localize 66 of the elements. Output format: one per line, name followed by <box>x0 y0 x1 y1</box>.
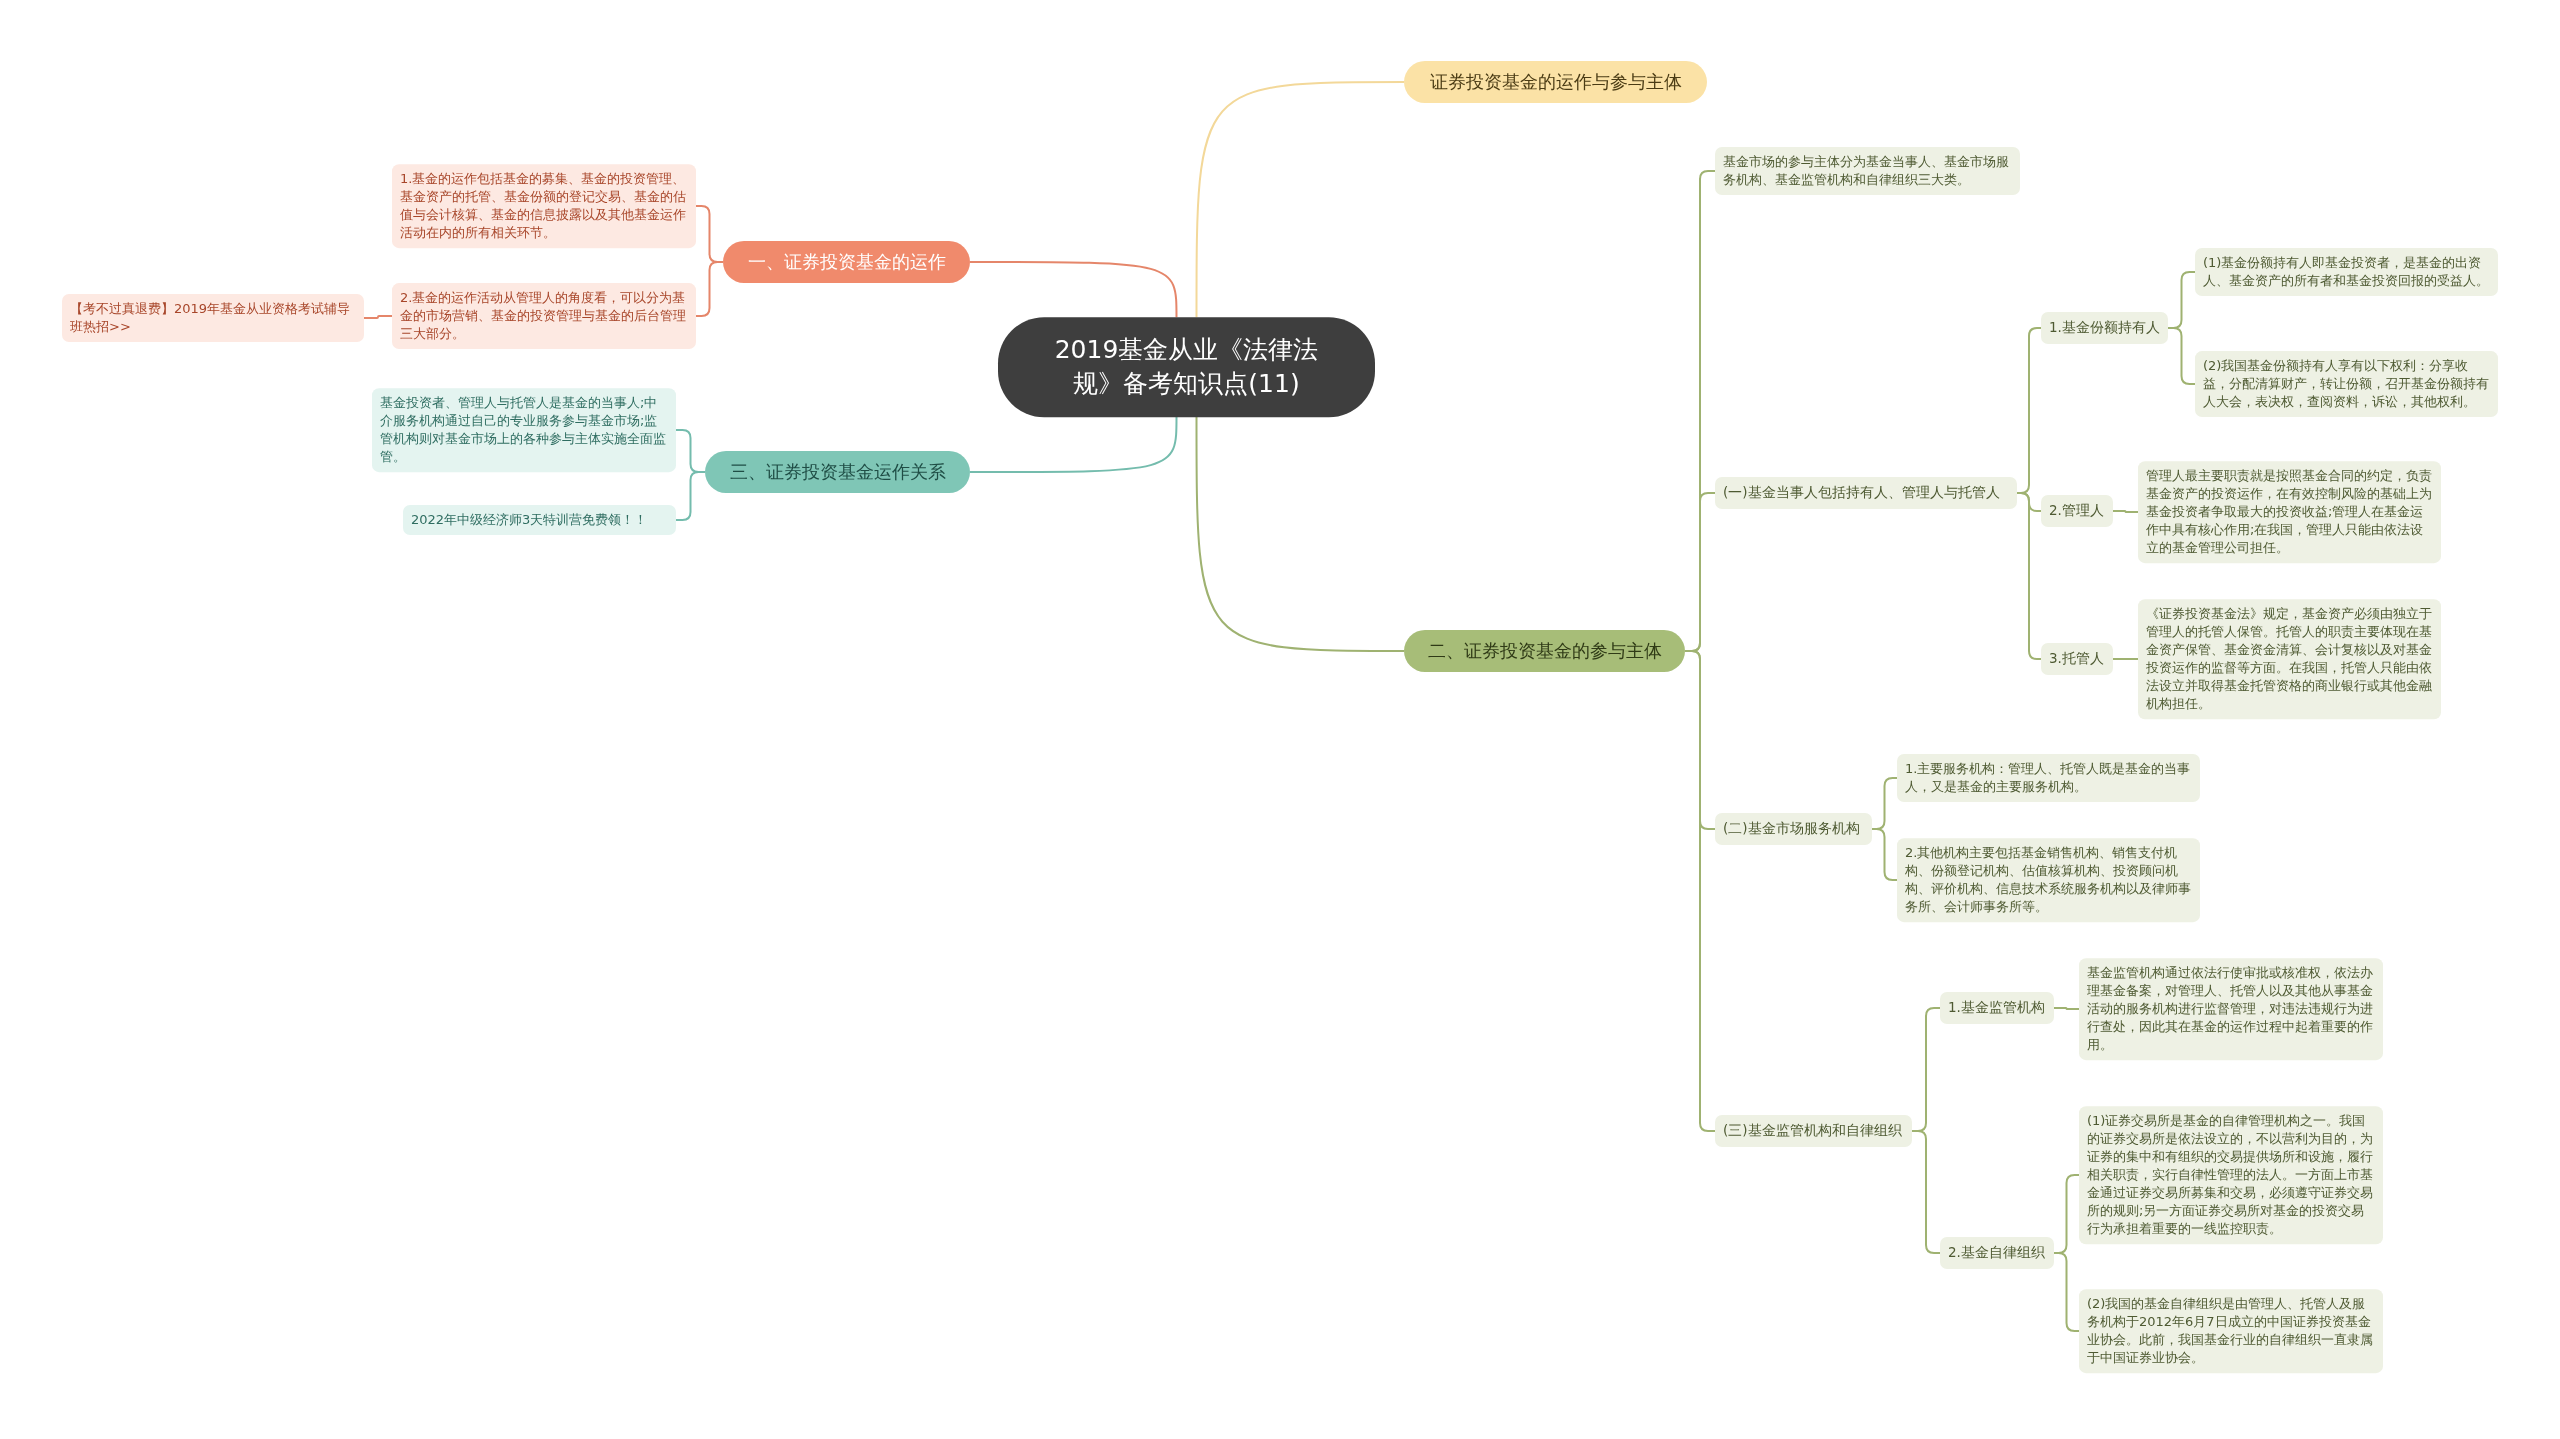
topic-text: 二、证券投资基金的参与主体 <box>1426 639 1663 663</box>
topic-text: 2022年中级经济师3天特训营免费领！！ <box>411 511 649 529</box>
connector-line <box>1871 828 1898 881</box>
note-box <box>2138 461 2441 563</box>
connector-line <box>675 471 706 521</box>
branch-topic <box>1404 630 1685 672</box>
topic-text: (一)基金当事人包括持有人、管理人与托管人 <box>1723 484 2001 502</box>
topic-text: 2.基金的运作活动从管理人的角度看，可以分为基金的市场营销、基金的投资管理与基金的后台管理三大部分。 <box>400 289 687 343</box>
topic-text: 2.基金自律组织 <box>1948 1244 2046 1262</box>
topic-text: (1)证券交易所是基金的自律管理机构之一。我国的证券交易所是依法设立的，不以营利为目的，为证券的集中和有组织的交易提供场所和设施，履行相关职责，实行自律性管理的法人。一方面上市基金通过证券交易所募集和交易，必须遵守证券交易所的规则;另一方面证券交易所对基金的投资交易行为承担着重要的一线监控职责。 <box>2087 1112 2374 1238</box>
connector-line <box>2112 510 2139 513</box>
subtopic-box <box>1715 813 1872 845</box>
subtopic-box <box>2041 495 2113 527</box>
subtopic-box <box>1715 1115 1912 1147</box>
topic-text: 1.基金监管机构 <box>1948 999 2046 1017</box>
branch-topic <box>723 241 970 283</box>
note-box <box>62 294 364 342</box>
topic-text: 2019基金从业《法律法规》备考知识点(11) <box>1053 334 1320 400</box>
topic-text: 3.托管人 <box>2049 650 2105 668</box>
connector-line <box>363 315 393 319</box>
connector-line <box>969 261 1178 319</box>
connector-line <box>1195 415 1405 652</box>
topic-text: 《证券投资基金法》规定，基金资产必须由独立于管理人的托管人保管。托管人的职责主要体现在基金资产保管、基金资金清算、会计复核以及对基金投资运作的监督等方面。在我国，托管人只能由依法设立并取得基金托管资格的商业银行或其他金融机构担任。 <box>2146 605 2433 713</box>
note-box <box>392 164 696 248</box>
note-box <box>2079 1289 2383 1373</box>
note-box <box>1897 838 2200 922</box>
note-box <box>372 388 676 472</box>
topic-text: (2)我国的基金自律组织是由管理人、托管人及服务机构于2012年6月7日成立的中国证券投资基金业协会。此前，我国基金行业的自律组织一直隶属于中国证券业协会。 <box>2087 1295 2374 1367</box>
subtopic-box <box>1940 1237 2054 1269</box>
topic-text: 基金监管机构通过依法行使审批或核准权，依法办理基金备案，对管理人、托管人以及其他从事基金活动的服务机构进行监督管理，对违法违规行为进行查处，因此其在基金的运作过程中起着重要的作用。 <box>2087 964 2374 1054</box>
note-box <box>403 505 676 535</box>
topic-text: (二)基金市场服务机构 <box>1723 820 1861 838</box>
connector-line <box>969 415 1178 473</box>
topic-text: 1.基金的运作包括基金的募集、基金的投资管理、基金资产的托管、基金份额的登记交易、基金的估值与会计核算、基金的信息披露以及其他基金运作活动在内的所有相关环节。 <box>400 170 687 242</box>
note-box <box>392 283 696 349</box>
connector-line <box>1195 81 1405 319</box>
topic-text: 证券投资基金的运作与参与主体 <box>1428 70 1683 94</box>
subtopic-box <box>1715 477 2017 509</box>
topic-text: (2)我国基金份额持有人享有以下权利：分享收益，分配清算财产，转让份额，召开基金份额持有人大会，表决权，查阅资料，诉讼，其他权利。 <box>2203 357 2490 411</box>
connector-line <box>695 261 724 317</box>
topic-text: 一、证券投资基金的运作 <box>746 250 947 274</box>
topic-text: 2.其他机构主要包括基金销售机构、销售支付机构、份额登记机构、估值核算机构、投资顾问机构、评价机构、信息技术系统服务机构以及律师事务所、会计师事务所等。 <box>1905 844 2192 916</box>
note-box <box>2195 351 2498 417</box>
connector-line <box>2167 327 2196 385</box>
subtopic-box <box>2041 312 2168 344</box>
subtopic-box <box>2041 643 2113 675</box>
note-box <box>1715 147 2020 195</box>
subtopic-box <box>1940 992 2054 1024</box>
note-box <box>2079 958 2383 1060</box>
topic-text: 2.管理人 <box>2049 502 2105 520</box>
topic-text: 管理人最主要职责就是按照基金合同的约定，负责基金资产的投资运作，在有效控制风险的基础上为基金投资者争取最大的投资收益;管理人在基金运作中具有核心作用;在我国，管理人只能由依法设立的基金管理公司担任。 <box>2146 467 2433 557</box>
connector-line <box>1911 1130 1941 1254</box>
topic-text: 1.主要服务机构：管理人、托管人既是基金的当事人，又是基金的主要服务机构。 <box>1905 760 2192 796</box>
topic-text: 基金投资者、管理人与托管人是基金的当事人;中介服务机构通过自己的专业服务参与基金市场;监管机构则对基金市场上的各种参与主体实施全面监管。 <box>380 394 667 466</box>
topic-text: 基金市场的参与主体分为基金当事人、基金市场服务机构、基金监管机构和自律组织三大类。 <box>1723 153 2010 189</box>
branch-topic <box>1404 61 1707 103</box>
topic-text: (1)基金份额持有人即基金投资者，是基金的出资人、基金资产的所有者和基金投资回报的受益人。 <box>2203 254 2490 290</box>
topic-text: 三、证券投资基金运作关系 <box>728 460 947 484</box>
note-box <box>2195 248 2498 296</box>
branch-topic <box>705 451 970 493</box>
connector-line <box>2112 658 2139 660</box>
topic-text: 【考不过真退费】2019年基金从业资格考试辅导班热招>> <box>70 300 352 336</box>
note-box <box>1897 754 2200 802</box>
topic-text: 1.基金份额持有人 <box>2049 319 2160 337</box>
topic-text: (三)基金监管机构和自律组织 <box>1723 1122 1903 1140</box>
connector-line <box>2053 1007 2080 1010</box>
